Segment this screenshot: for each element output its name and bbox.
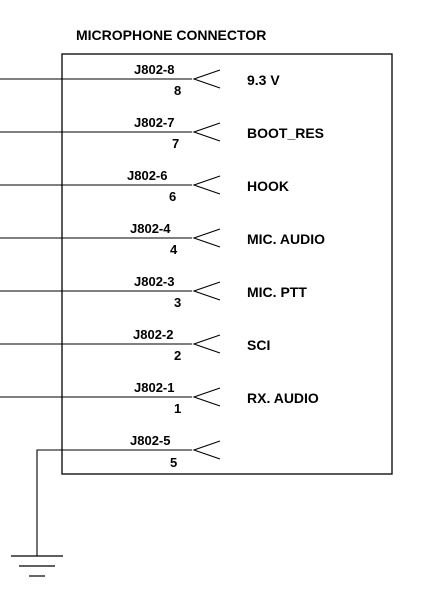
pin-ref: J802-1 — [134, 380, 174, 395]
pin-signal-label: RX. AUDIO — [247, 390, 319, 406]
pin-ref: J802-8 — [134, 62, 174, 77]
connector-title: MICROPHONE CONNECTOR — [76, 27, 266, 43]
pin-signal-label: MIC. PTT — [247, 284, 307, 300]
pin-ref: J802-3 — [134, 274, 174, 289]
pin-signal-label: HOOK — [247, 178, 289, 194]
pin-row: J802-6 6 HOOK — [0, 168, 289, 204]
pin-ref: J802-2 — [133, 327, 173, 342]
pin-number: 1 — [174, 401, 181, 416]
pin-ref: J802-4 — [130, 221, 171, 236]
pin-number: 8 — [174, 83, 181, 98]
pin-contact-symbol — [192, 69, 221, 89]
pin-ref: J802-6 — [127, 168, 167, 183]
pin-contact-symbol — [192, 281, 221, 301]
pin-ref: J802-5 — [130, 433, 170, 448]
pin-row: J802-7 7 BOOT_RES — [0, 115, 324, 151]
pin-ref: J802-7 — [134, 115, 174, 130]
ground-wire — [36, 449, 192, 556]
pin-contact-symbol — [192, 175, 221, 195]
pin-row: J802-8 8 9.3 V — [0, 62, 280, 98]
pin-signal-label: MIC. AUDIO — [247, 231, 325, 247]
pin-signal-label: 9.3 V — [247, 72, 280, 88]
pin-number: 6 — [169, 189, 176, 204]
pin-row: J802-4 4 MIC. AUDIO — [0, 221, 325, 257]
pin-signal-label: BOOT_RES — [247, 125, 324, 141]
connector-box — [61, 53, 393, 475]
pin-contact-symbol — [192, 334, 221, 354]
pin-contact-symbol — [192, 228, 221, 248]
pin-contact-symbol — [192, 440, 221, 460]
pin-signal-label: SCI — [247, 337, 270, 353]
pin-number: 3 — [174, 295, 181, 310]
pin-row: J802-3 3 MIC. PTT — [0, 274, 307, 310]
pin-row-ground: J802-5 5 — [36, 433, 221, 556]
pin-row: J802-2 2 SCI — [0, 327, 270, 363]
pin-number: 4 — [170, 242, 178, 257]
pin-number: 5 — [170, 455, 177, 470]
pin-number: 7 — [172, 136, 179, 151]
pin-number: 2 — [174, 348, 181, 363]
ground-icon — [11, 555, 63, 577]
pin-contact-symbol — [192, 387, 221, 407]
pin-contact-symbol — [192, 122, 221, 142]
pin-row: J802-1 1 RX. AUDIO — [0, 380, 319, 416]
